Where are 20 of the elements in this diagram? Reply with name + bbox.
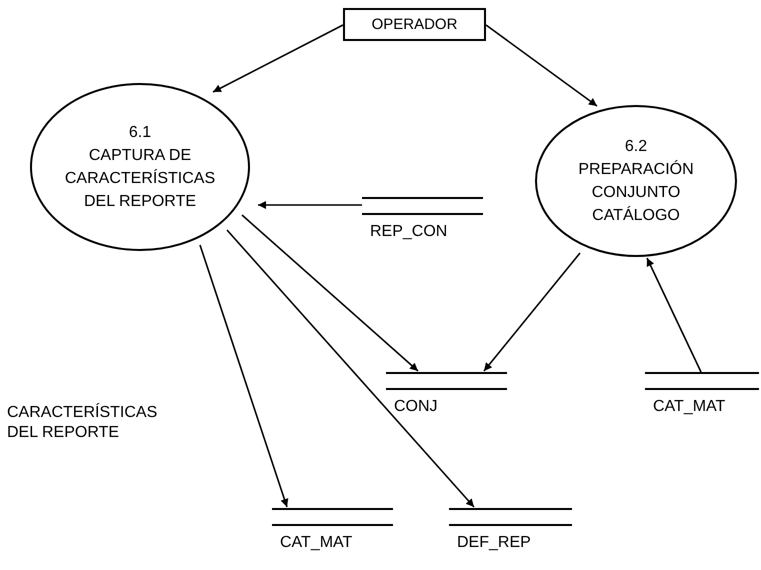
process-number: 6.2 <box>624 137 648 157</box>
arrow <box>646 258 702 372</box>
data-store-name: CAT_MAT <box>280 534 352 552</box>
data-store-name: DEF_REP <box>457 534 531 552</box>
arrow <box>199 244 288 508</box>
arrow <box>212 24 344 93</box>
data-store-name: REP_CON <box>370 223 448 241</box>
arrow <box>483 252 581 372</box>
data-flow-label: CARACTERÍSTICAS DEL REPORTE <box>7 403 158 443</box>
process-name: CAPTURA DE CARACTERÍSTICAS DEL REPORTE <box>64 146 216 212</box>
data-store-name: CAT_MAT <box>653 398 726 416</box>
external-entity-box <box>343 8 486 41</box>
arrow <box>486 24 598 107</box>
process-number: 6.1 <box>128 123 152 143</box>
arrow <box>258 201 362 209</box>
data-store-name: CONJ <box>394 398 438 416</box>
arrow <box>241 214 419 372</box>
arrow <box>226 229 475 508</box>
process-name: PREPARACIÓN CONJUNTO CATÁLOGO <box>577 159 695 226</box>
entity-name: OPERADOR <box>372 16 458 33</box>
